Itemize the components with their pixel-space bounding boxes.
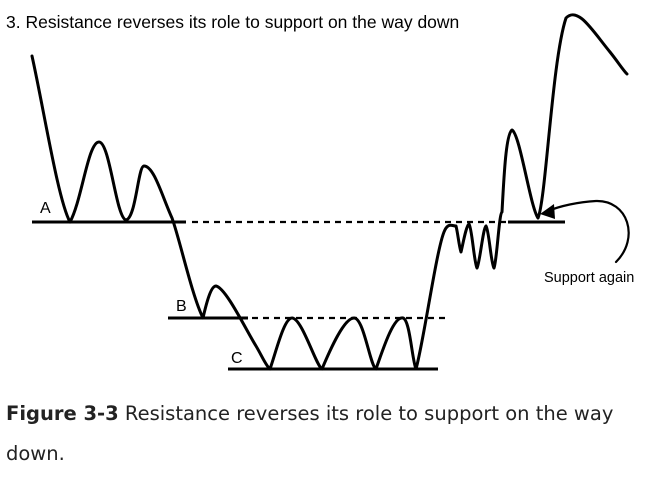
figure-caption: Figure 3-3 Resistance reverses its role …: [6, 394, 656, 474]
level-b-label: B: [176, 298, 187, 315]
diagram-title: 3. Resistance reverses its role to suppo…: [6, 12, 459, 32]
annotation-arrowhead: [540, 204, 555, 219]
level-c-label: C: [231, 350, 243, 367]
annotation-arrow: [546, 199, 630, 264]
support-again-label: Support again: [544, 270, 634, 286]
price-path: [30, 13, 629, 371]
level-a-label: A: [40, 200, 51, 217]
figure-number: Figure 3-3: [6, 402, 119, 425]
support-resistance-diagram: 3. Resistance reverses its role to suppo…: [6, 12, 634, 371]
caption-text: Resistance reverses its role to support …: [6, 402, 614, 465]
